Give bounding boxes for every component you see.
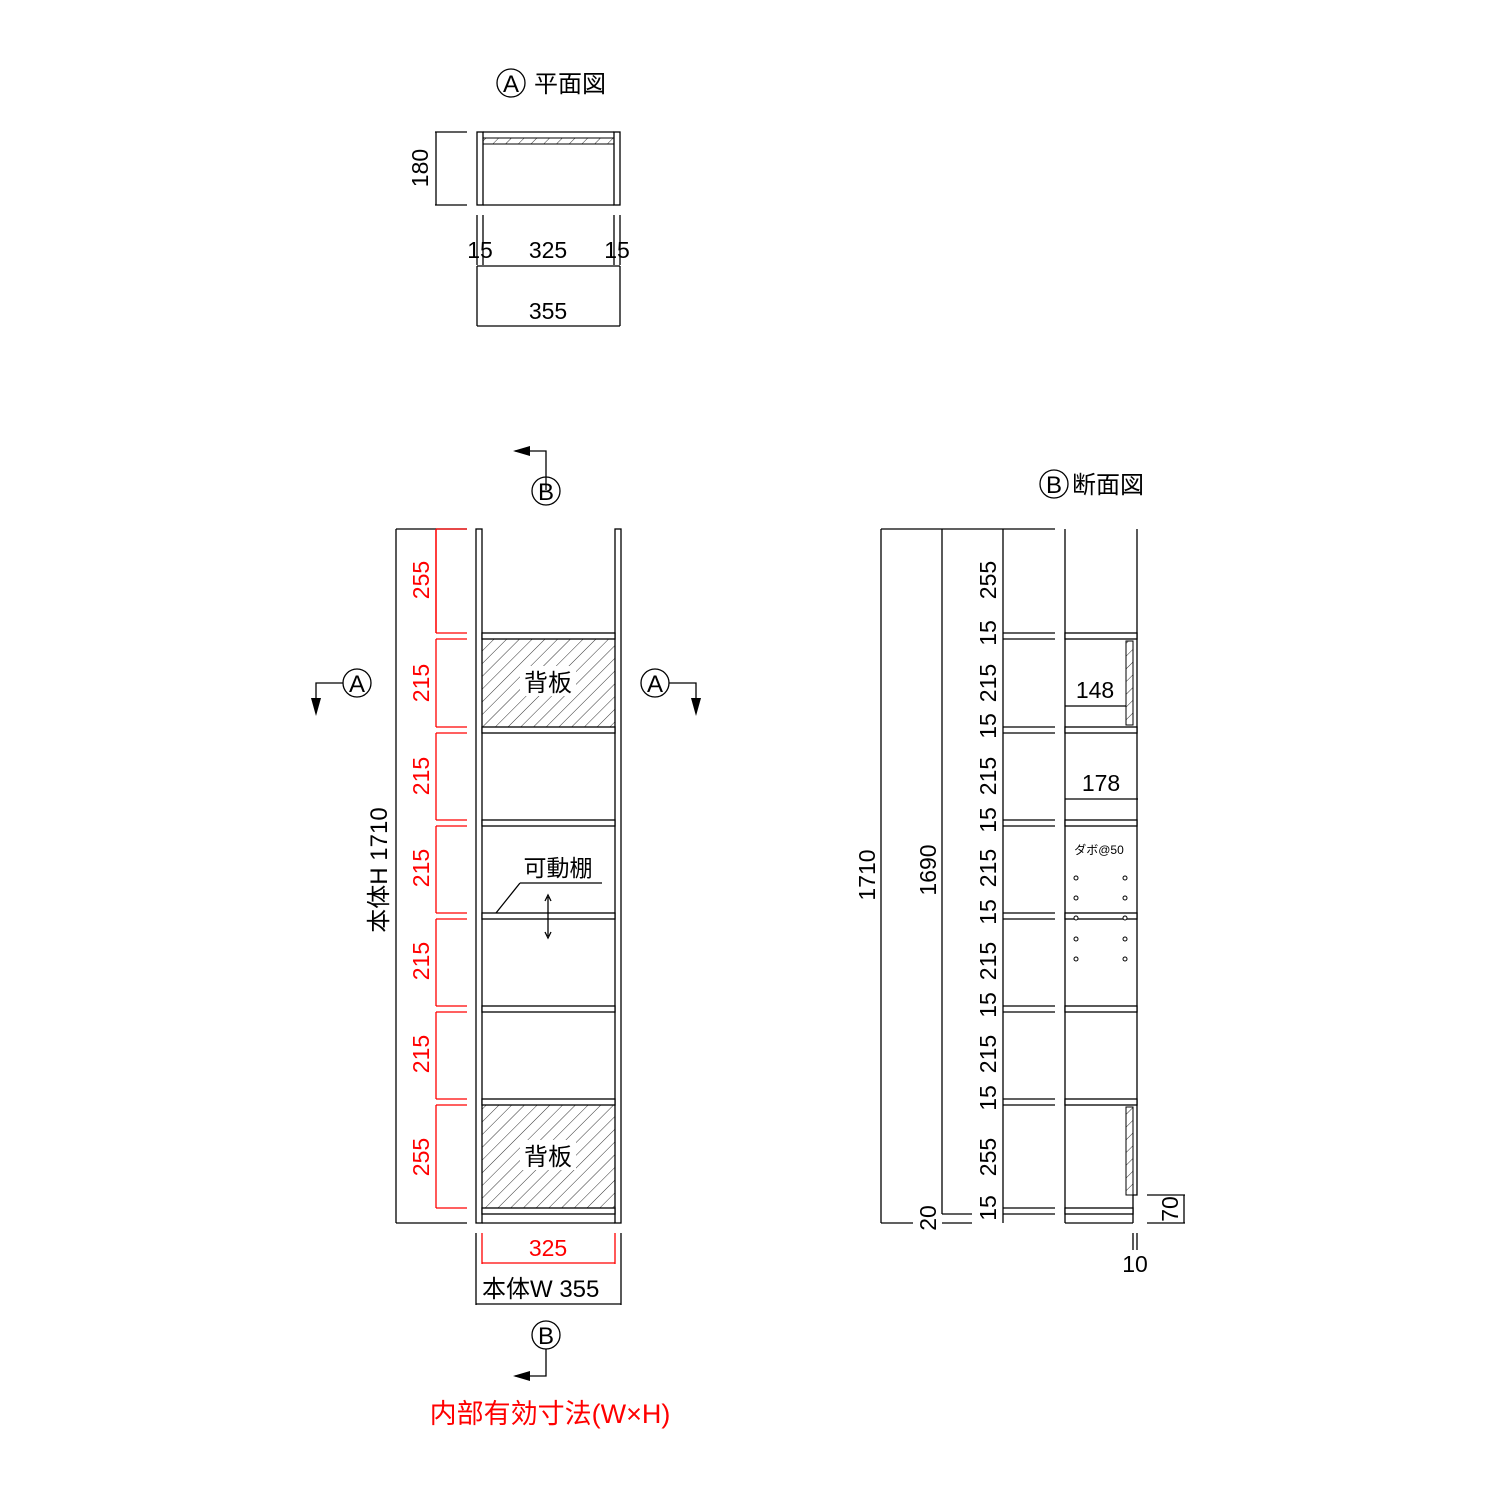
dowel-hole <box>1073 956 1079 962</box>
inner-total-height: 1690 <box>915 844 941 895</box>
body-height-label: 本体H 1710 <box>366 807 393 932</box>
plinth-height: 70 <box>1157 1196 1183 1222</box>
movable-shelf-label: 可動棚 <box>524 855 593 881</box>
shelf <box>481 1098 616 1106</box>
stack-dimension: 215 <box>975 664 1001 702</box>
section-marker-b-top: B <box>538 479 554 506</box>
back-panel-label: 背板 <box>524 670 572 697</box>
dowel-hole <box>1122 956 1128 962</box>
stack-dimension: 215 <box>975 757 1001 795</box>
shelf <box>481 632 616 640</box>
stack-dimension: 215 <box>975 849 1001 887</box>
shelf-section <box>1064 912 1138 920</box>
shelf <box>481 1005 616 1013</box>
dowel-hole <box>1122 895 1128 901</box>
arrow-left-icon <box>513 446 530 456</box>
stack-dimension: 15 <box>975 992 1001 1018</box>
depth-148: 148 <box>1076 677 1114 703</box>
section-marker-a-right: A <box>647 671 663 698</box>
shelf <box>481 819 616 827</box>
inner-height-dimension-line <box>435 825 467 914</box>
dowel-note: ダボ@50 <box>1074 842 1124 857</box>
side-panel-left <box>475 528 483 1224</box>
dowel-hole <box>1122 936 1128 942</box>
plan-total-width: 355 <box>529 298 567 324</box>
arrow-down-icon <box>691 698 701 716</box>
stack-dimension: 255 <box>975 561 1001 599</box>
section-marker: B <box>1046 472 1062 499</box>
shelf-section <box>1064 726 1138 734</box>
inner-dimension-note: 内部有効寸法(W×H) <box>430 1399 671 1429</box>
inner-height: 215 <box>408 664 434 702</box>
stack-dimension: 15 <box>975 1195 1001 1221</box>
arrow-left-icon <box>513 1371 530 1381</box>
stack-dimension: 15 <box>975 1085 1001 1111</box>
inner-width: 325 <box>529 1235 567 1261</box>
stack-dimension: 15 <box>975 620 1001 646</box>
shelf-section <box>1064 819 1138 827</box>
stack-dimension: 215 <box>975 942 1001 980</box>
stack-dimension: 15 <box>975 899 1001 925</box>
plan-view: A 平面図 180 15 325 15 355 <box>407 68 630 327</box>
base-height: 20 <box>915 1205 941 1231</box>
shelf-section <box>1064 1005 1138 1013</box>
dowel-hole <box>1073 936 1079 942</box>
shelf <box>481 726 616 734</box>
dowel-hole <box>1122 875 1128 881</box>
plan-side-left: 15 <box>467 237 493 263</box>
total-height: 1710 <box>854 849 880 900</box>
body-width-label: 本体W 355 <box>482 1276 599 1303</box>
stack-dimension: 15 <box>975 807 1001 833</box>
section-marker-a-left: A <box>349 671 365 698</box>
dowel-hole <box>1073 875 1079 881</box>
inner-height: 215 <box>408 942 434 980</box>
inner-height: 255 <box>408 1138 434 1176</box>
section-title: 断面図 <box>1072 472 1144 499</box>
dowel-holes <box>1073 875 1128 962</box>
inner-height: 215 <box>408 1035 434 1073</box>
section-marker-b-bottom: B <box>538 1323 554 1350</box>
side-panel-right <box>614 528 622 1224</box>
plan-depth: 180 <box>407 149 433 187</box>
dowel-hole <box>1073 915 1079 921</box>
inner-height-dimension-line <box>435 638 467 728</box>
arrow-down-icon <box>311 698 321 716</box>
inner-height-dimension-line <box>435 528 467 634</box>
inner-height-dimension-line <box>435 732 467 821</box>
stack-dimension: 15 <box>975 713 1001 739</box>
section-marker-circle <box>496 68 526 98</box>
dowel-hole <box>1073 895 1079 901</box>
plinth-setback: 10 <box>1122 1251 1148 1277</box>
depth-178: 178 <box>1082 770 1120 796</box>
stack-dimension: 255 <box>975 1138 1001 1176</box>
front-elevation: B A A 背板 背板 可動棚 本体H 1710 255 215 215 215… <box>311 446 701 1429</box>
section-view: B 断面図 148 178 ダボ@50 1710 1690 20 255 15 21… <box>854 469 1185 1277</box>
inner-height-dimension-line <box>435 918 467 1007</box>
inner-height-dimension-line <box>435 1011 467 1100</box>
plan-inner-width: 325 <box>529 237 567 263</box>
plan-side-right: 15 <box>604 237 630 263</box>
inner-height: 215 <box>408 849 434 887</box>
back-panel-label: 背板 <box>524 1144 572 1171</box>
shelf-section <box>1064 1098 1138 1106</box>
inner-height-dimension-line <box>435 1104 467 1209</box>
inner-height: 255 <box>408 561 434 599</box>
shelf-section <box>1064 1207 1134 1215</box>
shelf-section <box>1064 632 1138 640</box>
plan-title: 平面図 <box>534 71 606 98</box>
shelf <box>481 1207 616 1215</box>
stack-dimension: 215 <box>975 1035 1001 1073</box>
dowel-hole <box>1122 915 1128 921</box>
inner-height: 215 <box>408 757 434 795</box>
plan-marker: A <box>503 71 519 98</box>
